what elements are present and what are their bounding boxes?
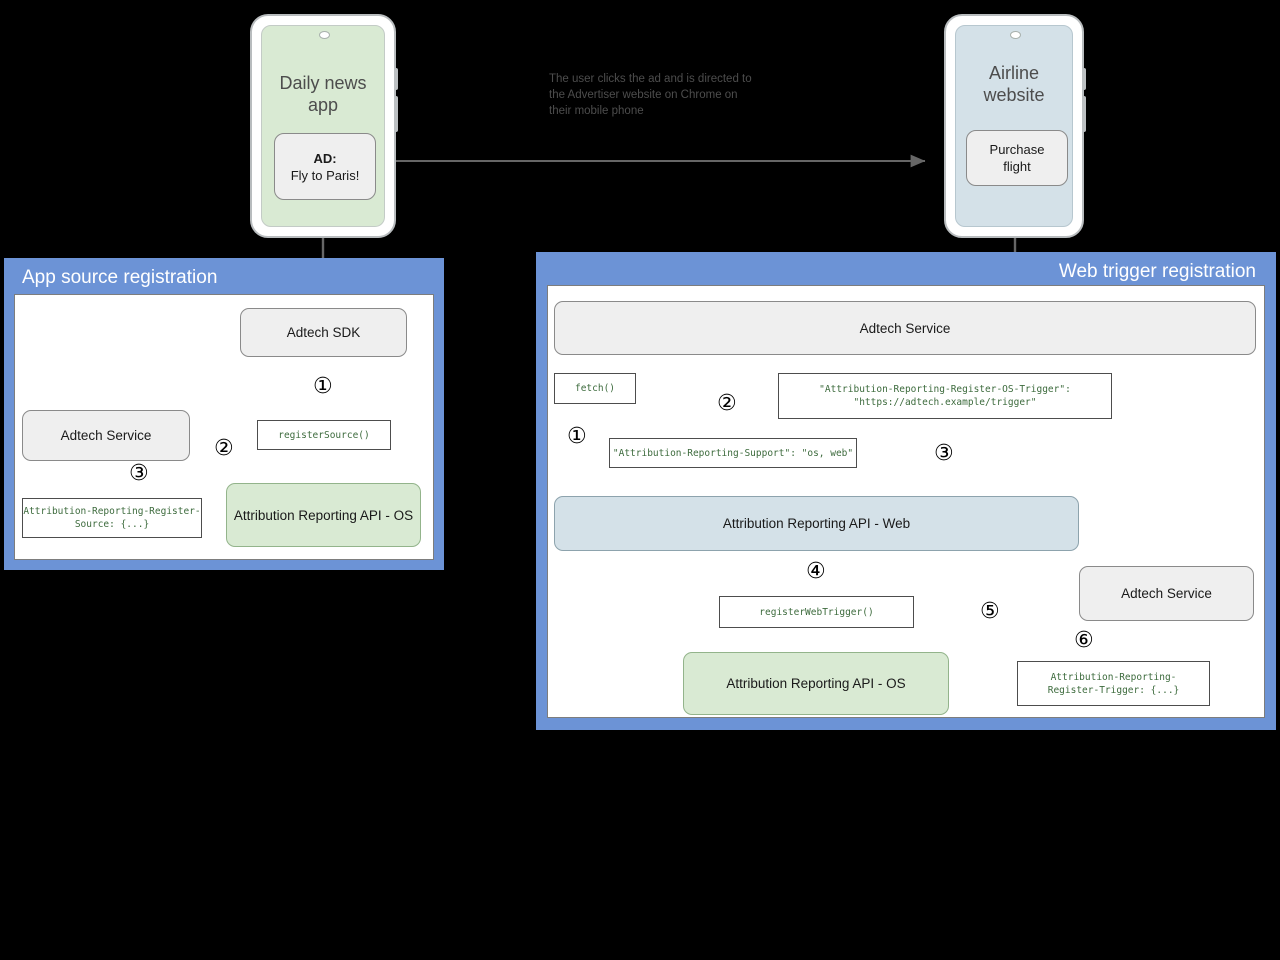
step-marker-1-left: ① <box>313 374 333 399</box>
phone-side-button-top <box>1082 68 1086 90</box>
ad-card-line1: AD: <box>313 150 337 166</box>
phone-camera-icon <box>1010 31 1021 39</box>
panel-right-title: Web trigger registration <box>1058 261 1256 282</box>
codebox-register-web-trigger: registerWebTrigger() <box>719 596 914 628</box>
purchase-card-line1: Purchase <box>989 142 1045 157</box>
phone-side-button-bottom <box>394 96 398 132</box>
node-adtech-service-top-right-label: Adtech Service <box>859 320 951 336</box>
advertiser-site-phone: Airline website Purchase flight <box>944 14 1086 238</box>
step-marker-4-right: ④ <box>806 559 826 584</box>
publisher-app-phone: Daily news app AD: Fly to Paris! <box>250 14 398 238</box>
step-marker-5-right: ⑤ <box>980 599 1000 624</box>
phone-side-button-top <box>394 68 398 90</box>
node-ar-api-os-right[interactable]: Attribution Reporting API - OS <box>683 652 949 715</box>
step-marker-2-left: ② <box>214 436 234 461</box>
step-marker-1-right: ① <box>567 424 587 449</box>
node-ar-api-os-left-label: Attribution Reporting API - OS <box>233 507 414 523</box>
codebox-os-trigger-header: "Attribution-Reporting-Register-OS-Trigg… <box>778 373 1112 419</box>
flow-caption: The user clicks the ad and is directed t… <box>549 73 752 117</box>
phone-side-button-bottom <box>1082 96 1086 132</box>
node-adtech-service-left[interactable]: Adtech Service <box>22 410 190 461</box>
phone-screen-right <box>955 25 1073 227</box>
codebox-register-trigger-header-text: Attribution-Reporting- Register-Trigger:… <box>1047 671 1180 696</box>
codebox-register-source-text: registerSource() <box>278 429 370 441</box>
codebox-fetch: fetch() <box>554 373 636 404</box>
node-adtech-sdk-label: Adtech SDK <box>286 325 361 340</box>
phone-right-screen-title: Airline website <box>983 63 1045 105</box>
codebox-support-header: "Attribution-Reporting-Support": "os, we… <box>609 438 857 468</box>
node-adtech-service-left-label: Adtech Service <box>60 428 152 443</box>
step-marker-3-right: ③ <box>934 441 954 466</box>
node-ar-api-web[interactable]: Attribution Reporting API - Web <box>554 496 1079 551</box>
ad-card[interactable]: AD: Fly to Paris! <box>274 133 376 200</box>
codebox-register-source-header-text: Attribution-Reporting-Register- Source: … <box>23 506 201 530</box>
purchase-card-line2: flight <box>1003 159 1031 174</box>
phone-left-screen-title: Daily news app <box>279 73 367 115</box>
ad-card-line2: Fly to Paris! <box>290 167 360 183</box>
node-adtech-service-top-right[interactable]: Adtech Service <box>554 301 1256 355</box>
node-ar-api-os-right-label: Attribution Reporting API - OS <box>726 676 906 691</box>
codebox-register-source-header: Attribution-Reporting-Register- Source: … <box>22 498 202 538</box>
codebox-support-header-text: "Attribution-Reporting-Support": "os, we… <box>612 447 854 459</box>
node-adtech-service-bottom-right-label: Adtech Service <box>1121 586 1212 601</box>
step-marker-3-left: ③ <box>129 461 149 486</box>
codebox-register-trigger-header: Attribution-Reporting- Register-Trigger:… <box>1017 661 1210 706</box>
node-adtech-sdk[interactable]: Adtech SDK <box>240 308 407 357</box>
purchase-flight-card[interactable]: Purchase flight <box>966 130 1068 186</box>
panel-left-title: App source registration <box>22 267 218 288</box>
codebox-register-source: registerSource() <box>257 420 391 450</box>
codebox-fetch-text: fetch() <box>574 383 616 394</box>
node-adtech-service-bottom-right[interactable]: Adtech Service <box>1079 566 1254 621</box>
node-ar-api-os-left[interactable]: Attribution Reporting API - OS <box>226 483 421 547</box>
node-ar-api-web-label: Attribution Reporting API - Web <box>722 516 911 531</box>
codebox-os-trigger-header-text: "Attribution-Reporting-Register-OS-Trigg… <box>819 384 1071 408</box>
step-marker-6-right: ⑥ <box>1074 628 1094 653</box>
codebox-register-web-trigger-text: registerWebTrigger() <box>759 606 874 618</box>
phone-camera-icon <box>319 31 330 39</box>
step-marker-2-right: ② <box>717 391 737 416</box>
